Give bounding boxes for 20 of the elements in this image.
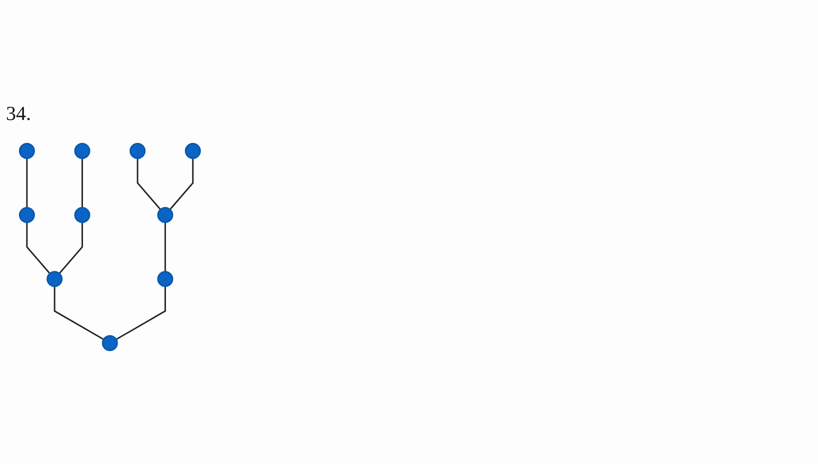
node-circle	[18, 142, 35, 159]
connector	[169, 158, 194, 210]
connector	[26, 222, 50, 274]
connector	[58, 222, 83, 274]
node-circle	[157, 271, 174, 288]
connector	[136, 158, 161, 210]
node-circle	[74, 206, 90, 223]
connector	[54, 286, 104, 340]
node-circle	[157, 206, 174, 223]
connector	[164, 222, 166, 272]
node-circle	[130, 142, 146, 159]
node-circle	[46, 271, 63, 288]
node-circle	[102, 335, 118, 352]
connector	[26, 158, 28, 208]
connector	[82, 158, 83, 208]
connector	[116, 286, 166, 340]
problem-number: 34.	[6, 102, 31, 126]
node-circle	[184, 142, 201, 159]
node-circle	[74, 142, 90, 159]
node-circle	[18, 206, 35, 223]
